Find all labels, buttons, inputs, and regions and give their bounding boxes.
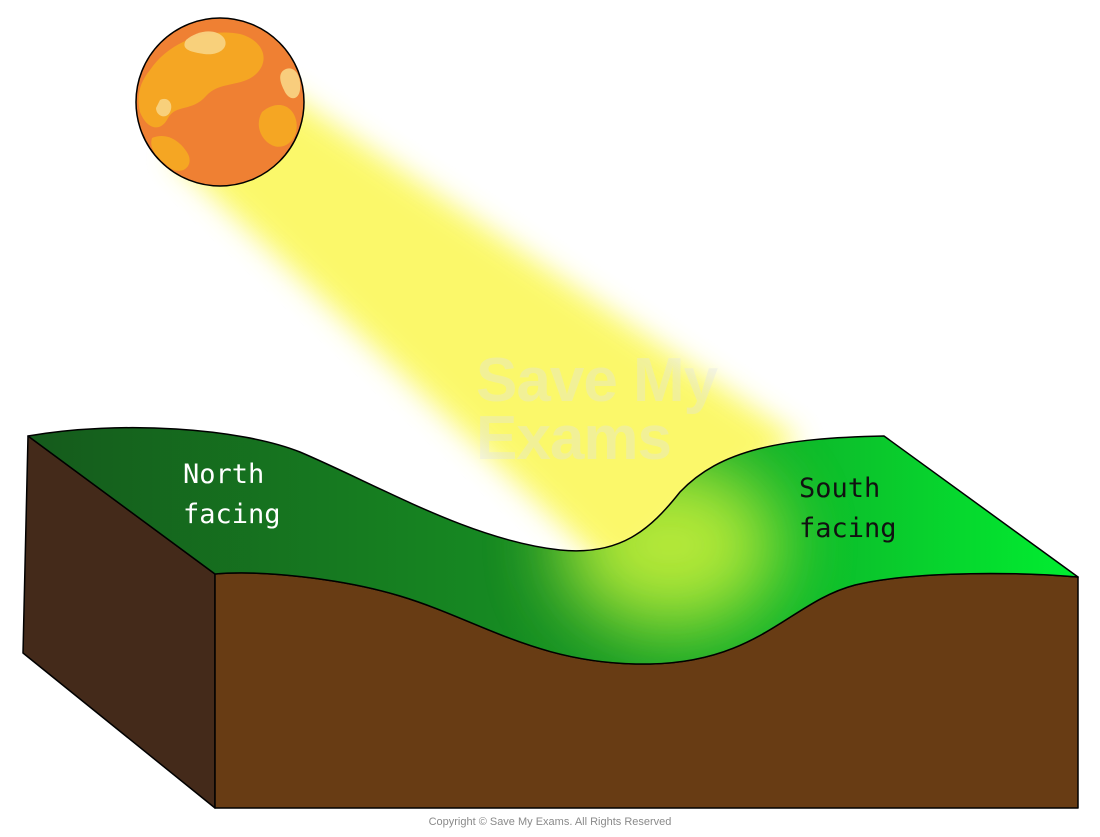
- south-facing-label: South facing: [799, 469, 897, 549]
- sunlight-beam: [170, 90, 800, 580]
- copyright-notice: Copyright © Save My Exams. All Rights Re…: [428, 816, 672, 828]
- south-label-line-2: facing: [799, 513, 897, 544]
- north-label-line-1: North: [183, 459, 265, 490]
- north-label-line-2: facing: [183, 499, 281, 530]
- watermark: Save My Exams: [476, 346, 718, 473]
- sun-icon: [135, 17, 305, 187]
- grass-outline: [27, 426, 1079, 665]
- south-label-line-1: South: [799, 473, 881, 504]
- watermark-line-1: Save My: [476, 346, 718, 415]
- grass-surface: [28, 427, 1078, 665]
- watermark-line-2: Exams: [476, 404, 672, 473]
- north-facing-label: North facing: [183, 455, 281, 535]
